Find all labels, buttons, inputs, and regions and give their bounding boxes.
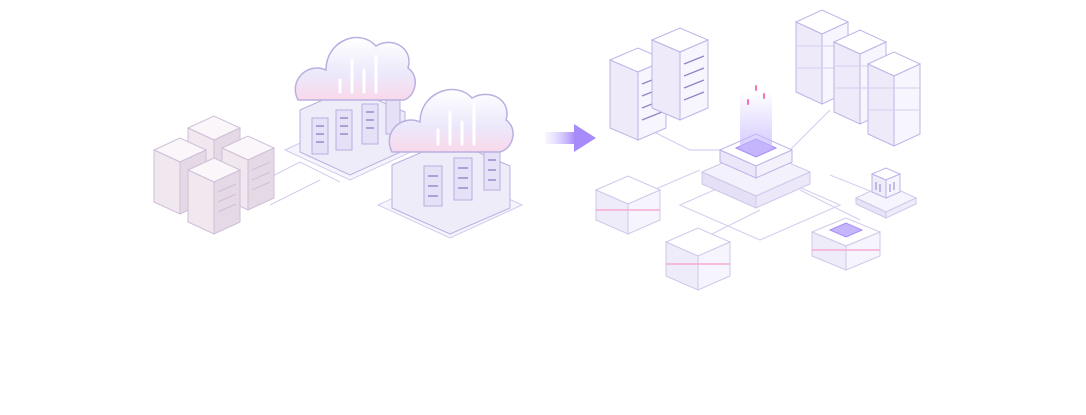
arrow-right-icon bbox=[545, 124, 596, 152]
edge-device bbox=[854, 167, 918, 219]
server-stack bbox=[866, 51, 922, 147]
cloud-server bbox=[283, 36, 417, 181]
cloud-server bbox=[376, 88, 524, 239]
modern-infrastructure-group bbox=[594, 9, 922, 291]
server-rack bbox=[650, 27, 710, 121]
processor-node bbox=[810, 217, 882, 271]
legacy-rack bbox=[186, 157, 242, 235]
storage-node bbox=[594, 175, 662, 235]
storage-node bbox=[664, 227, 732, 291]
legacy-servers-group bbox=[152, 115, 341, 235]
central-hub bbox=[700, 85, 812, 209]
